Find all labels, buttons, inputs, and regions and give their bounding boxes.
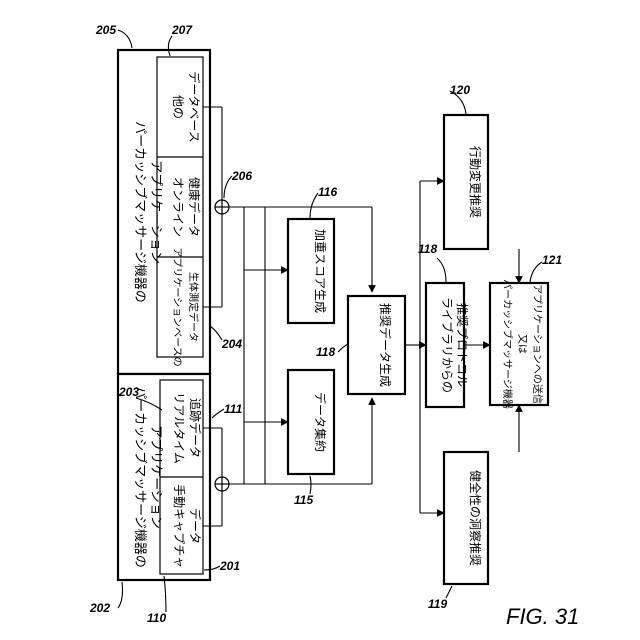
- library-protocol-text-1: ライブラリからの: [440, 297, 455, 393]
- wellness-insight-block: 健全性の洞察推奨: [444, 452, 488, 584]
- data-aggregation-text: データ集約: [313, 392, 328, 452]
- app-bottom-title-1: パーカッシブマッサージ機器の: [132, 386, 148, 568]
- app-block-top: パーカッシブマッサージ機器の アプリケーション 他の データベース オンライン …: [118, 50, 210, 374]
- ref-118-generation: 118: [316, 345, 335, 359]
- ref-207: 207: [171, 23, 193, 37]
- other-db-label-2: データベース: [187, 71, 202, 142]
- ref-119: 119: [428, 597, 447, 611]
- ref-116: 116: [318, 185, 337, 199]
- behavior-change-block: 行動変更推奨: [444, 115, 488, 249]
- recommendation-gen-block: 推奨データ生成: [348, 296, 405, 394]
- online-health-label-2: 健康データ: [187, 177, 202, 237]
- online-health-label-1: オンライン: [171, 177, 185, 237]
- app-bottom-title-2: アプリケーション: [148, 425, 163, 529]
- realtime-tracking-label-1: リアルタイム: [172, 392, 186, 464]
- ref-111: 111: [224, 402, 243, 416]
- app-block-bottom: パーカッシブマッサージ機器の アプリケーション リアルタイム 追跡データ 手動キ…: [118, 374, 210, 580]
- device-send-text-2: 又は: [516, 334, 528, 354]
- weighted-score-block: 加重スコア生成: [288, 219, 334, 323]
- manual-capture-label-2: データ: [188, 508, 203, 544]
- library-protocol-block: ライブラリからの 推奨プロトコル: [426, 283, 469, 407]
- device-send-block: パーカッシブマッサージ機器 又は アプリケーションへの送信: [490, 279, 548, 409]
- app-top-title-1: パーカッシブマッサージ機器の: [132, 121, 148, 303]
- ref-202: 202: [89, 601, 110, 615]
- manual-capture-label-1: 手動キャプチャ: [172, 484, 186, 568]
- figure-label: FIG. 31: [506, 604, 579, 629]
- ref-118-library: 118: [418, 242, 437, 256]
- ref-201: 201: [219, 559, 240, 573]
- ref-120: 120: [450, 83, 470, 97]
- app-biometric-label-1: アプリケーションベースの: [171, 247, 183, 366]
- app-biometric-label-2: 生体測定データ: [187, 272, 200, 342]
- ref-206: 206: [231, 169, 252, 183]
- ref-205: 205: [95, 23, 116, 37]
- behavior-change-text: 行動変更推奨: [468, 146, 483, 218]
- ref-121: 121: [542, 253, 562, 267]
- data-aggregation-block: データ集約: [288, 370, 334, 474]
- ref-203: 203: [118, 385, 139, 399]
- recommendation-gen-text: 推奨データ生成: [378, 303, 393, 387]
- device-send-text-1: パーカッシブマッサージ機器: [501, 279, 514, 409]
- realtime-tracking-label-2: 追跡データ: [188, 398, 203, 458]
- weighted-score-text: 加重スコア生成: [313, 229, 327, 313]
- device-send-text-3: アプリケーションへの送信: [531, 284, 544, 404]
- wellness-insight-text: 健全性の洞察推奨: [468, 470, 483, 566]
- other-db-label-1: 他の: [171, 95, 185, 119]
- app-top-title-2: アプリケーション: [148, 160, 163, 264]
- ref-115: 115: [294, 493, 313, 507]
- ref-110: 110: [147, 611, 166, 625]
- library-protocol-text-2: 推奨プロトコル: [455, 303, 469, 387]
- ref-204: 204: [221, 337, 242, 351]
